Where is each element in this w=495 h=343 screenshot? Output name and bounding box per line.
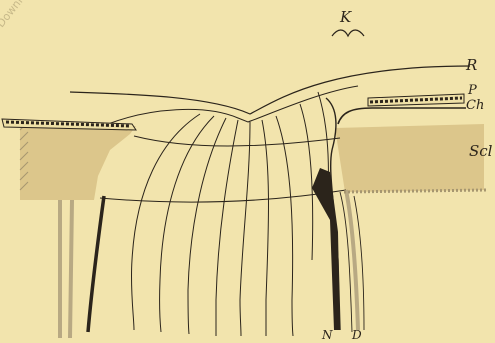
sclera-right	[335, 124, 484, 192]
label-ch: Ch	[466, 99, 484, 112]
dural-sheath-right	[346, 190, 358, 330]
sclera-left	[20, 124, 136, 200]
label-d: D	[352, 329, 362, 341]
inner-limiting-line	[108, 86, 358, 124]
retina-line	[70, 66, 470, 114]
nerve-fibers	[131, 92, 328, 336]
dural-sheath-right-outline	[340, 192, 364, 332]
label-r: R	[466, 58, 477, 73]
pigment-layer-right	[368, 94, 464, 106]
lamina-arc-lower	[100, 190, 346, 202]
nerve-dark-wedge	[312, 168, 340, 330]
label-n: N	[322, 329, 333, 341]
label-k: K	[340, 10, 351, 25]
choroid-line-right	[338, 108, 466, 124]
left-sheath	[58, 200, 74, 338]
label-scl: Scl	[469, 144, 492, 159]
k-bracket	[332, 30, 364, 36]
left-dark-border	[88, 196, 104, 332]
lamina-arc-upper	[134, 136, 340, 146]
label-p: P	[468, 84, 477, 97]
